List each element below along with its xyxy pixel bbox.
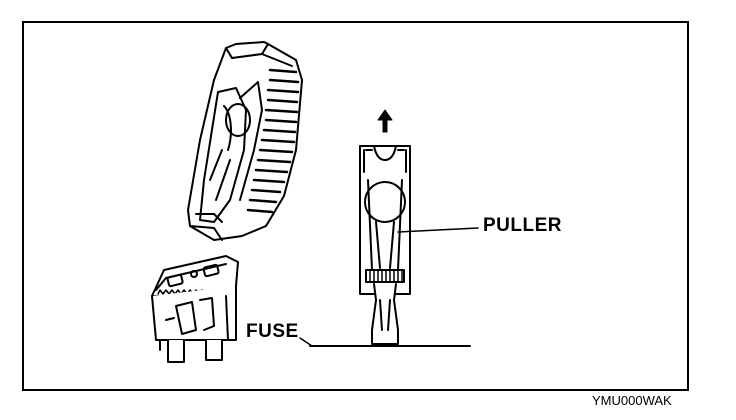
fuse-leader-line xyxy=(299,337,313,347)
pull-direction-arrow xyxy=(377,109,393,133)
puller-label: PULLER xyxy=(483,215,562,236)
figure-frame xyxy=(22,21,689,391)
angled-puller-drawing xyxy=(187,41,303,241)
fuse-drawing xyxy=(151,255,239,363)
figure-code: YMU000WAK xyxy=(592,393,672,408)
vertical-puller-drawing xyxy=(359,145,479,345)
fuse-label: FUSE xyxy=(246,321,299,342)
